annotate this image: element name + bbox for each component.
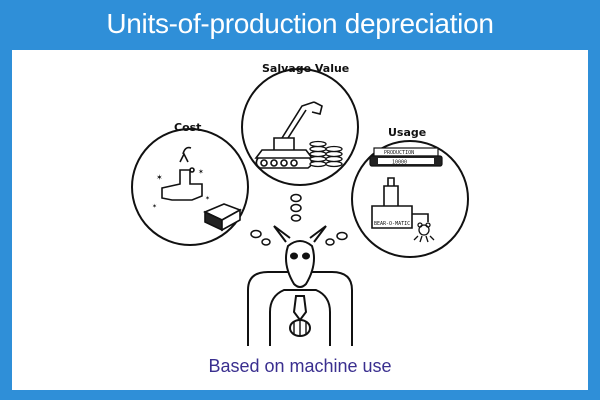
production-count: 10000: [392, 160, 407, 166]
bear-icon: [413, 222, 435, 243]
thought-dots: [250, 193, 348, 246]
excavator-icon: [254, 101, 323, 169]
svg-text:✶: ✶: [198, 168, 204, 176]
depreciation-illustration: Cost ✶ ✶ ✶ ✶: [131, 62, 469, 346]
slide-caption: Based on machine use: [208, 356, 392, 376]
machine-label: BEAR-O-MATIC: [374, 221, 410, 227]
cost-bubble: Cost ✶ ✶ ✶ ✶: [131, 121, 249, 246]
production-banner: PRODUCTION: [384, 150, 414, 156]
svg-text:✶: ✶: [152, 203, 157, 210]
cost-machine-icon: [161, 146, 203, 201]
illustration-panel: Cost ✶ ✶ ✶ ✶: [12, 50, 588, 390]
accountant-character: [247, 225, 353, 346]
salvage-label: Salvage Value: [262, 62, 349, 75]
slide-title: Units-of-production depreciation: [106, 8, 494, 39]
salvage-bubble: Salvage Value: [241, 62, 359, 186]
coins-icon: [309, 140, 343, 168]
production-counter: PRODUCTION 10000: [369, 147, 443, 167]
svg-text:✶: ✶: [205, 195, 210, 202]
cost-label: Cost: [174, 121, 201, 134]
sparkle-icon: ✶ ✶ ✶ ✶: [152, 168, 210, 210]
svg-text:✶: ✶: [156, 173, 163, 182]
box-icon: [203, 203, 242, 232]
usage-machine-icon: [371, 177, 429, 229]
usage-label: Usage: [388, 126, 426, 139]
usage-bubble: Usage PRODUCTION 10000 BEAR-O-MATIC: [351, 126, 469, 258]
